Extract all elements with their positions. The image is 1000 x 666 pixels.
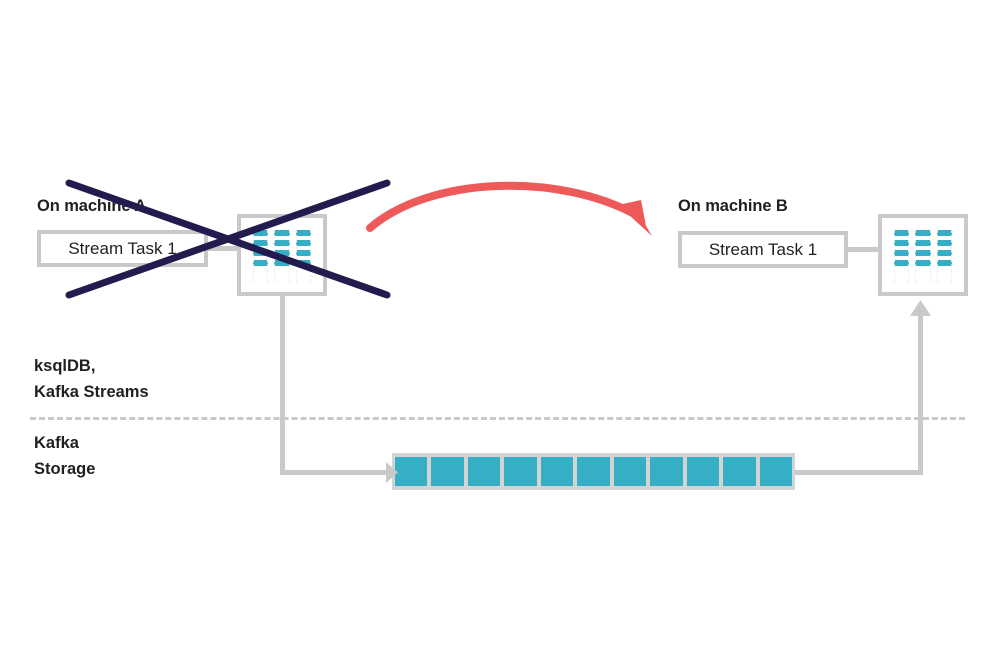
machine-a-task-store-connector (206, 246, 240, 251)
migration-arrow-head (618, 200, 652, 236)
state-store-column (274, 230, 290, 282)
upper-layer-label-line2: Kafka Streams (34, 383, 149, 401)
state-store-column (936, 230, 953, 282)
partition-segment (504, 457, 537, 486)
state-store-row (253, 250, 269, 256)
machine-a-label: On machine A (37, 197, 147, 215)
partition-segment (540, 457, 574, 486)
topic-to-store-b-horizontal (795, 470, 923, 475)
machine-a-state-store-icon (237, 214, 327, 296)
state-store-row (894, 260, 910, 266)
state-store-body (245, 222, 319, 288)
partition-segment (613, 457, 647, 486)
partition-segment (650, 457, 683, 486)
state-store-row (915, 260, 931, 266)
state-store-row (936, 240, 952, 246)
state-store-row (894, 230, 910, 236)
state-store-row (295, 250, 311, 256)
machine-b-state-store-icon (878, 214, 968, 296)
state-store-row (274, 250, 290, 256)
partition-segment (395, 457, 428, 486)
partition-segment (431, 457, 464, 486)
state-store-row (295, 260, 311, 266)
partition-segment (577, 457, 610, 486)
state-store-column (253, 230, 269, 282)
partition-segment (723, 457, 756, 486)
topic-to-store-b-vertical (918, 312, 923, 475)
state-store-grid (894, 230, 953, 282)
kafka-topic-partitions-bar (392, 453, 795, 490)
layer-divider (30, 417, 965, 420)
state-store-row (274, 260, 290, 266)
state-store-grid (253, 230, 312, 282)
store-a-to-topic-horizontal (280, 470, 386, 475)
state-store-row (936, 230, 952, 236)
state-store-row (295, 240, 311, 246)
partition-segment (759, 457, 792, 486)
lower-layer-label-line1: Kafka (34, 434, 79, 452)
state-store-row (894, 240, 910, 246)
machine-b-task-store-connector (847, 247, 881, 252)
state-store-row (915, 230, 931, 236)
state-store-row (936, 250, 952, 256)
machine-b-stream-task-box: Stream Task 1 (678, 231, 848, 268)
machine-b-stream-task-label: Stream Task 1 (708, 239, 818, 259)
machine-b-label: On machine B (678, 197, 788, 215)
state-store-row (915, 240, 931, 246)
state-store-row (253, 240, 269, 246)
state-store-row (915, 250, 931, 256)
state-store-column (894, 230, 910, 282)
state-store-row (253, 230, 269, 236)
lower-layer-label-line2: Storage (34, 460, 96, 478)
state-store-row (253, 260, 269, 266)
state-store-row (894, 250, 910, 256)
partition-segment (686, 457, 720, 486)
upper-layer-label-line1: ksqlDB, (34, 357, 96, 375)
state-store-column (915, 230, 931, 282)
machine-a-stream-task-label: Stream Task 1 (68, 238, 177, 258)
state-store-row (274, 240, 290, 246)
state-store-row (274, 230, 290, 236)
state-store-column (295, 230, 312, 282)
store-a-to-topic-vertical (280, 296, 285, 475)
migration-arrow-shaft (366, 181, 642, 232)
machine-a-stream-task-box: Stream Task 1 (37, 230, 208, 267)
state-store-body (886, 222, 960, 288)
partition-segment (467, 457, 501, 486)
state-store-row (295, 230, 311, 236)
state-store-row (936, 260, 952, 266)
